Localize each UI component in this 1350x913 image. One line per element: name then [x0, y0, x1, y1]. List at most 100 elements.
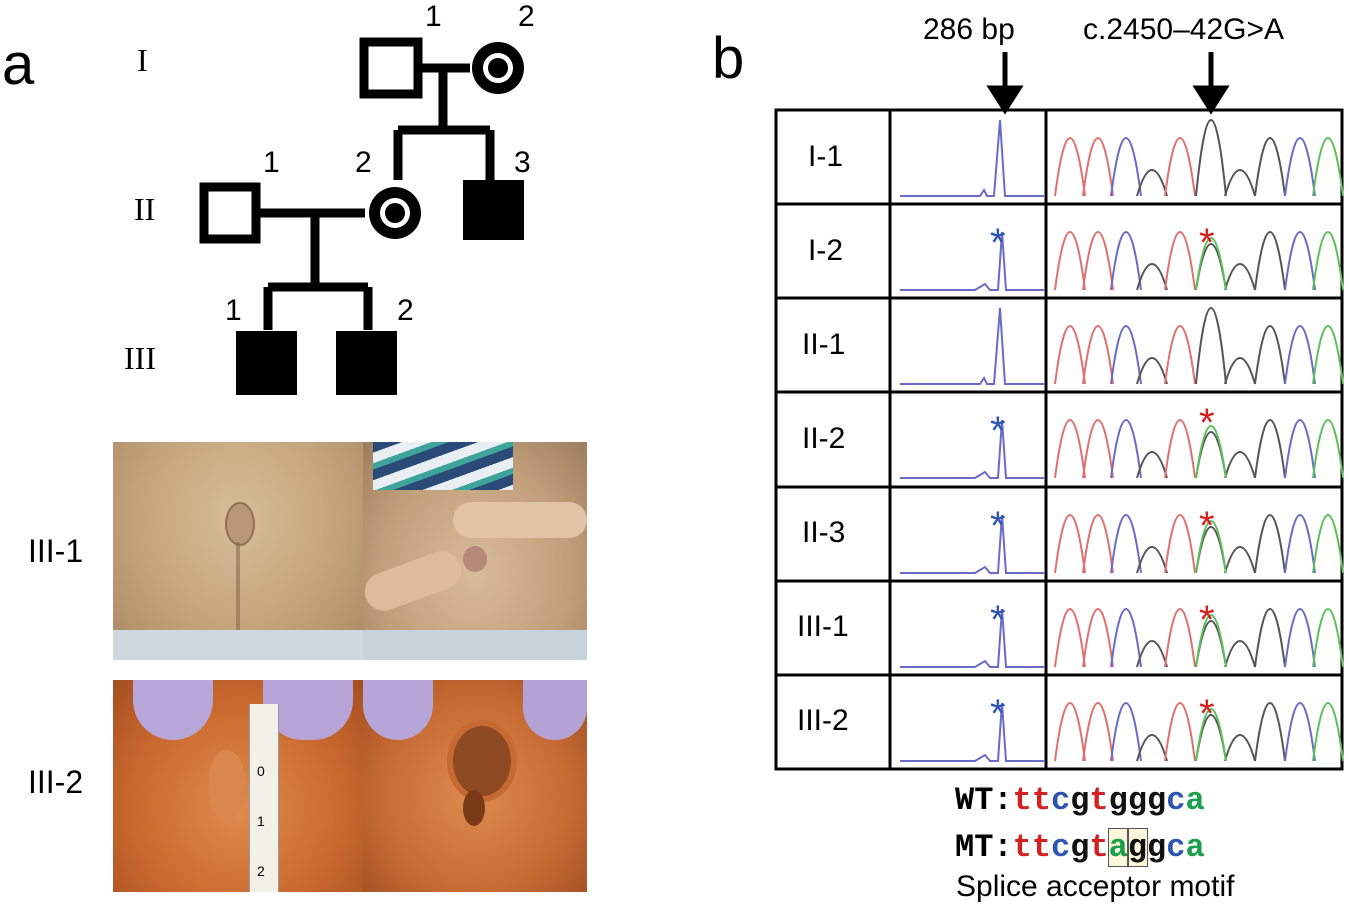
nucleotide: c [1166, 829, 1186, 866]
chromatogram-peak [1110, 231, 1142, 291]
nucleotide: g [1070, 829, 1090, 866]
arrows [986, 52, 1230, 115]
chromatogram-peak [1224, 169, 1256, 197]
individual-iii-2-symbol [336, 331, 397, 395]
fragment-trace [900, 702, 1044, 762]
photo-iii-2-left: 0 1 2 [113, 680, 363, 892]
chromatogram-peak [1110, 419, 1142, 479]
wt-nucleotides: ttcgtgggca [1013, 782, 1205, 819]
chromatogram-peak [1136, 169, 1168, 197]
nucleotide: c [1051, 782, 1071, 819]
chromatogram-peak [1082, 137, 1114, 197]
fragment-trace [900, 307, 1044, 385]
individual-number-ii-1: 1 [263, 146, 280, 179]
photo-label-iii-2: III-2 [28, 764, 84, 800]
blue-star-marker: * [990, 504, 1006, 548]
red-star-marker: * [1199, 692, 1215, 736]
chromatogram-peak [1110, 514, 1142, 574]
blue-star-marker: * [990, 221, 1006, 265]
generation-label-iii: III [124, 340, 156, 376]
chromatogram-peak [1110, 325, 1142, 385]
chromatogram-peak [1254, 231, 1286, 291]
individual-ii-1-symbol [199, 182, 261, 244]
row-label-ii-1: II-1 [802, 328, 846, 361]
measuring-tape: 0 1 2 [249, 704, 279, 892]
photo-label-iii-1: III-1 [28, 533, 84, 569]
row-label-iii-2: III-2 [797, 704, 849, 737]
chromatogram-peak [1224, 640, 1256, 668]
chromatogram-peak [1136, 451, 1168, 479]
chromatogram-peak [1054, 137, 1086, 197]
chromatogram-peak [1284, 514, 1316, 574]
chromatogram-peak [1054, 702, 1086, 762]
nucleotide: c [1051, 829, 1071, 866]
chromatogram-peak [1284, 702, 1316, 762]
row-ii-2: ** [900, 401, 1344, 479]
nucleotide: a [1185, 782, 1205, 819]
chromatogram-peak [1110, 608, 1142, 668]
individual-i-1-symbol [359, 37, 423, 99]
chromatogram-peak [1054, 419, 1086, 479]
nucleotide: g [1108, 782, 1128, 819]
chromatogram-peak [1082, 514, 1114, 574]
mt-prefix: MT: [955, 829, 1013, 866]
pedigree-lines [258, 63, 495, 330]
chromatogram-peak [1312, 231, 1344, 291]
fragment-trace [900, 231, 1044, 291]
chromatogram-peak [1312, 702, 1344, 762]
arrow-label-mutation: c.2450–42G>A [1083, 13, 1284, 46]
chromatogram-peak [1164, 419, 1196, 479]
nucleotide: g [1070, 782, 1090, 819]
wt-sequence: WT:ttcgtgggca [955, 785, 1205, 817]
nucleotide: t [1031, 829, 1052, 866]
chromatogram-peak [1254, 419, 1286, 479]
chromatogram-peak [1312, 137, 1344, 197]
chromatogram-peak [1312, 419, 1344, 479]
individual-number-iii-1: 1 [225, 294, 242, 327]
chromatogram-peak [1054, 231, 1086, 291]
generation-label-ii: II [134, 191, 156, 227]
results-grid [774, 108, 1344, 771]
row-iii-2: ** [900, 692, 1344, 762]
nucleotide: c [1166, 782, 1186, 819]
row-ii-3: ** [900, 504, 1344, 574]
photo-iii-2-right [363, 680, 587, 892]
chromatogram-peak [1284, 325, 1316, 385]
row-i-2: ** [900, 221, 1344, 291]
chromatogram-peak [1164, 231, 1196, 291]
chromatogram-peak [1054, 514, 1086, 574]
mutant-peak [1195, 520, 1227, 574]
nucleotide: t [1089, 829, 1109, 866]
chromatogram-peak [1054, 608, 1086, 668]
nucleotide: t [1031, 782, 1052, 819]
chromatogram-peak [1312, 325, 1344, 385]
chromatogram-peak [1164, 137, 1196, 197]
chromatogram-peak [1136, 357, 1168, 385]
individual-ii-3-symbol [463, 180, 524, 240]
row-iii-1: ** [900, 598, 1344, 668]
mutant-peak [1195, 614, 1227, 668]
chromatogram-peak [1224, 734, 1256, 762]
nucleotide: g [1127, 782, 1148, 819]
panel-a-letter: a [2, 32, 35, 97]
chromatogram-peak [1254, 702, 1286, 762]
chromatogram-peak [1312, 514, 1344, 574]
red-star-marker: * [1199, 221, 1215, 265]
chromatogram-peak [1082, 608, 1114, 668]
fragment-trace [900, 119, 1044, 197]
arrow-label-286bp: 286 bp [923, 13, 1015, 46]
row-i-1 [900, 119, 1344, 197]
row-label-i-2: I-2 [808, 234, 844, 267]
nucleotide: g [1147, 829, 1167, 866]
chromatogram-peak [1082, 231, 1114, 291]
chromatogram-peak [1136, 546, 1168, 574]
row-label-ii-3: II-3 [802, 516, 846, 549]
chromatogram-peak [1284, 137, 1316, 197]
mutant-peak [1195, 425, 1227, 479]
chromatogram-peak [1164, 702, 1196, 762]
red-star-marker: * [1199, 504, 1215, 548]
red-star-marker: * [1199, 598, 1215, 642]
individual-number-i-2: 2 [518, 0, 535, 33]
chromatogram-peak [1082, 419, 1114, 479]
blue-star-marker: * [990, 598, 1006, 642]
